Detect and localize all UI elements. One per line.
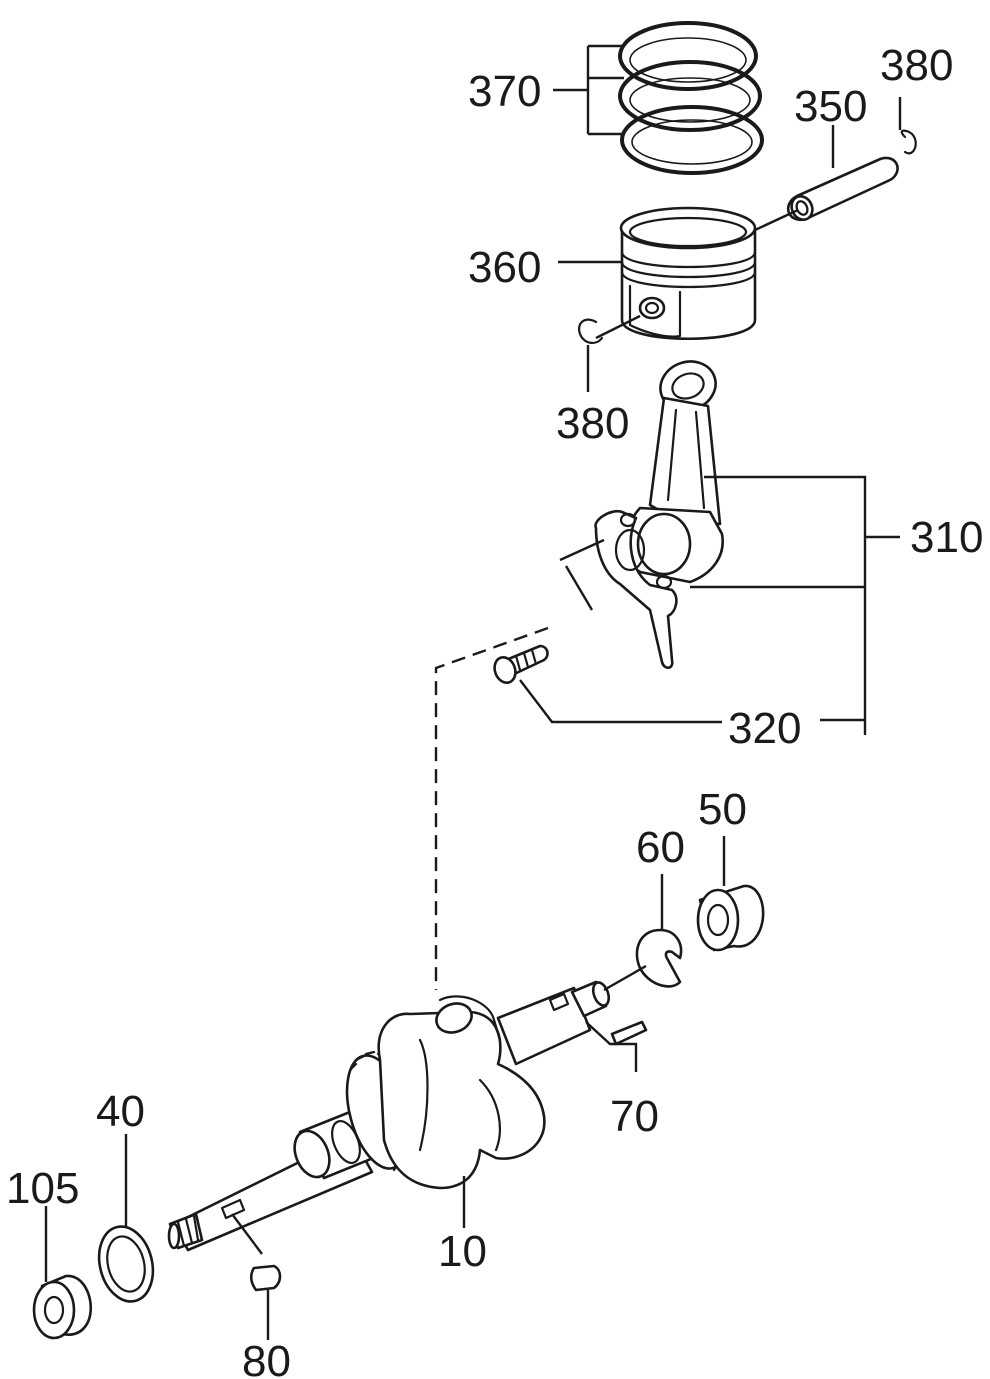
nut-105 bbox=[32, 1274, 93, 1340]
woodruff-key-70 bbox=[610, 1020, 648, 1046]
label-10: 10 bbox=[438, 1227, 487, 1276]
label-360: 360 bbox=[468, 243, 541, 292]
connecting-rod bbox=[594, 360, 724, 670]
label-350: 350 bbox=[794, 82, 867, 131]
washer-60 bbox=[635, 928, 683, 988]
label-380-lower: 380 bbox=[556, 399, 629, 448]
crankshaft bbox=[167, 980, 611, 1252]
washer-40 bbox=[97, 1225, 155, 1303]
label-310: 310 bbox=[910, 513, 983, 562]
label-370: 370 bbox=[468, 67, 541, 116]
snap-ring-lower bbox=[578, 318, 604, 344]
snap-ring-top bbox=[900, 129, 917, 155]
label-70: 70 bbox=[610, 1092, 659, 1141]
label-80: 80 bbox=[242, 1337, 291, 1379]
rod-bolt bbox=[493, 644, 549, 684]
label-50: 50 bbox=[698, 785, 747, 834]
label-320: 320 bbox=[728, 704, 801, 753]
label-105: 105 bbox=[6, 1164, 79, 1213]
piston bbox=[619, 206, 757, 341]
bearing-50 bbox=[696, 884, 765, 952]
label-60: 60 bbox=[636, 823, 685, 872]
woodruff-key-80 bbox=[249, 1264, 282, 1292]
label-380-top: 380 bbox=[880, 41, 953, 90]
piston-pin bbox=[786, 156, 899, 222]
label-40: 40 bbox=[96, 1087, 145, 1136]
piston-rings bbox=[618, 21, 764, 175]
